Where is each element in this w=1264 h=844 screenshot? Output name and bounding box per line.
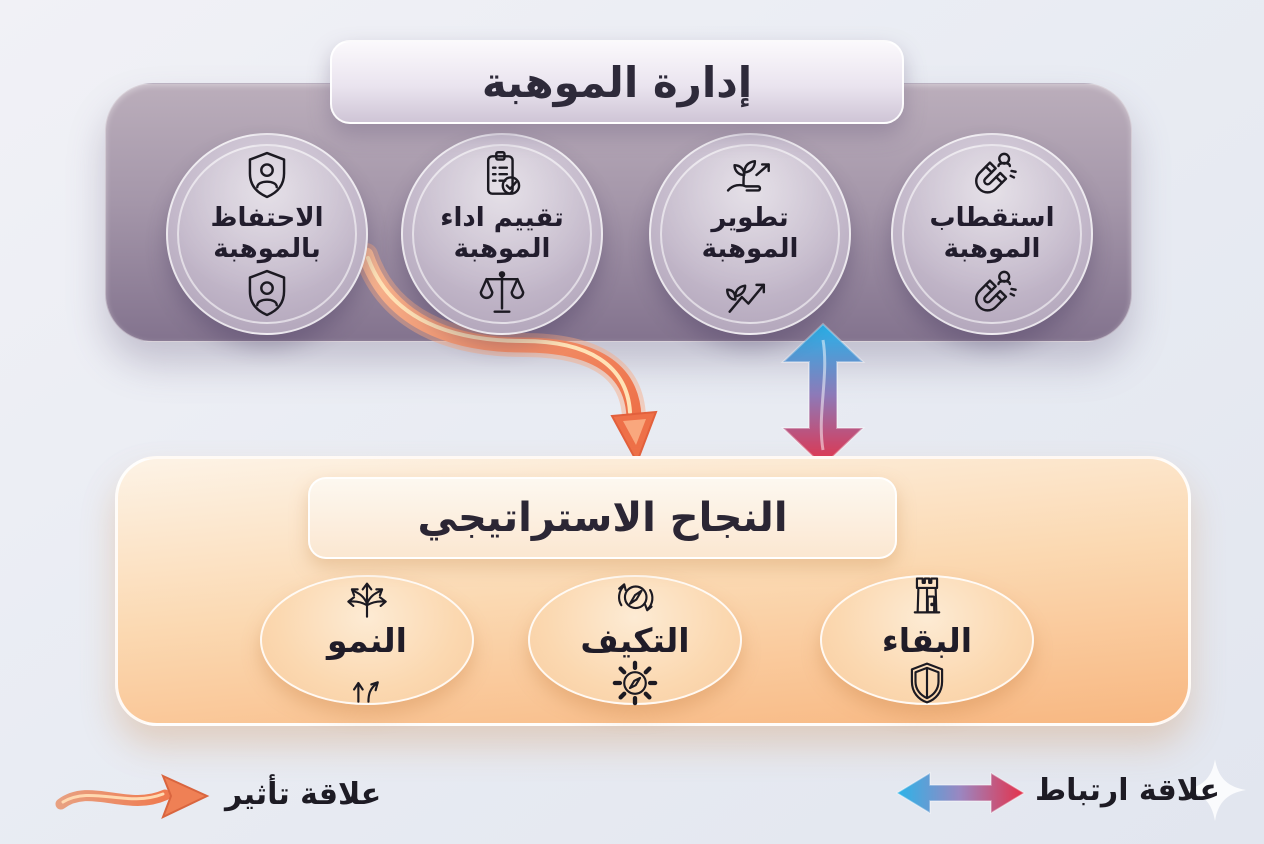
shield-icon (904, 660, 950, 706)
node-label: التكيف (580, 620, 690, 660)
legend-influence-label: علاقة تأثير (225, 777, 382, 812)
magnet-user-icon (966, 149, 1018, 201)
magnet-user-icon (966, 267, 1018, 319)
node-label: البقاء (881, 620, 973, 660)
strategic-success-title: النجاح الاستراتيجي (308, 477, 897, 559)
node-talent-attraction: استقطاب الموهبة (891, 133, 1093, 335)
node-survival: البقاء (820, 575, 1034, 705)
gear-compass-icon (612, 660, 658, 706)
shield-user-icon (241, 267, 293, 319)
legend-influence-arrow-icon (55, 774, 210, 819)
node-label: الاحتفاظ بالموهبة (210, 202, 324, 264)
influence-arrow (354, 243, 658, 465)
node-label: النمو (327, 620, 407, 660)
node-label: تقييم اداء الموهبة (440, 202, 564, 264)
talent-management-title: إدارة الموهبة (330, 40, 904, 124)
legend-correlation-label: علاقة ارتباط (1035, 773, 1221, 808)
node-label: استقطاب الموهبة (929, 202, 1055, 264)
node-talent-retention: الاحتفاظ بالموهبة (166, 133, 368, 335)
legend-correlation-arrow-icon (895, 771, 1026, 815)
clipboard-check-icon (476, 149, 528, 201)
node-adaptation: التكيف (528, 575, 742, 705)
correlation-arrow (780, 322, 866, 468)
balance-scales-icon (476, 267, 528, 319)
compass-rotate-icon (612, 575, 658, 621)
node-talent-development: تطوير الموهبة (649, 133, 851, 335)
growth-chart-icon (724, 267, 776, 319)
fork-arrows-icon (344, 660, 390, 706)
branch-arrows-icon (344, 575, 390, 621)
castle-tower-icon (904, 575, 950, 621)
hand-sprout-icon (724, 149, 776, 201)
shield-user-icon (241, 149, 293, 201)
node-talent-performance-evaluation: تقييم اداء الموهبة (401, 133, 603, 335)
sparkle-icon (1184, 759, 1246, 821)
node-growth: النمو (260, 575, 474, 705)
node-label: تطوير الموهبة (701, 202, 799, 264)
